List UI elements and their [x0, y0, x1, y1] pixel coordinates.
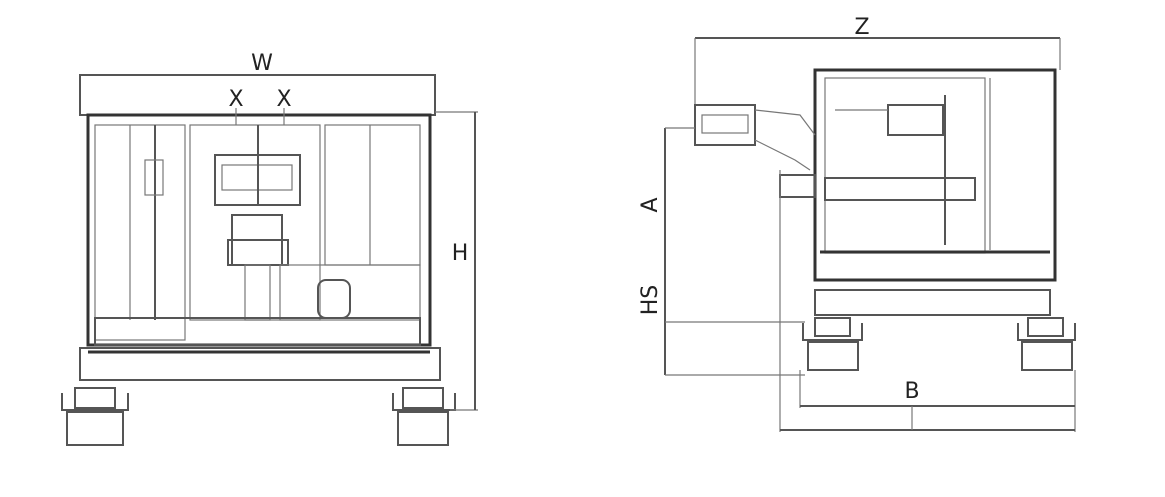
side-left-foot: [802, 317, 863, 371]
front-view: W X X H: [61, 51, 478, 446]
side-view: Z A HS B: [638, 15, 1076, 432]
front-left-foot: [61, 387, 129, 446]
a-label: A: [638, 197, 663, 212]
front-base: [79, 347, 441, 381]
width-label: W: [251, 51, 273, 76]
x-label-right: X: [276, 87, 291, 112]
depth-label: Z: [854, 15, 869, 40]
front-right-foot: [392, 387, 456, 446]
top-frame: [79, 74, 436, 116]
b-label: B: [904, 379, 919, 404]
height-label: H: [452, 241, 469, 266]
side-base: [814, 289, 1051, 316]
control-box: [694, 104, 756, 146]
side-right-foot: [1017, 317, 1076, 371]
hs-label: HS: [638, 285, 663, 316]
x-label-left: X: [228, 87, 243, 112]
side-machine-body: [813, 68, 1057, 282]
